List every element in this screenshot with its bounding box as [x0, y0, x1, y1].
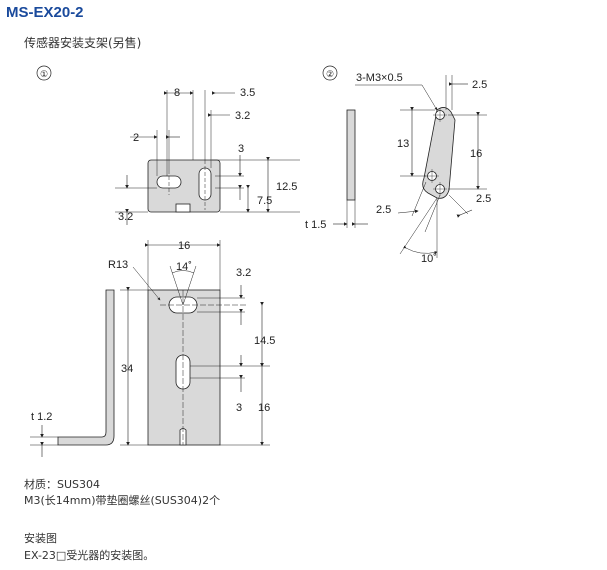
fig1-top-view — [115, 90, 300, 225]
dim-3-2-left: 3.2 — [118, 211, 133, 223]
dim-r13: R13 — [108, 259, 128, 271]
dim-10-deg: 10˚ — [421, 253, 437, 265]
product-subtitle: 传感器安装支架(另售) — [24, 36, 142, 50]
figure-1-marker: ① — [40, 69, 48, 79]
dim-thread: 3-M3×0.5 — [356, 72, 403, 84]
dim-14-5: 14.5 — [254, 335, 275, 347]
dim-14-deg: 14˚ — [176, 261, 192, 273]
install-heading: 安装图 — [24, 532, 57, 545]
dim-3-2-top: 3.2 — [235, 110, 250, 122]
dim-2-5-left: 2.5 — [376, 204, 391, 216]
install-text: EX-23□受光器的安装图。 — [24, 549, 155, 562]
figure-2-marker: ② — [326, 69, 334, 79]
dim-16-right: 16 — [258, 402, 270, 414]
dim-2-5-right: 2.5 — [476, 193, 491, 205]
dim-t1-2: t 1.2 — [31, 411, 52, 423]
dim-3-top: 3 — [238, 143, 244, 155]
screws-note: M3(长14mm)带垫圈螺丝(SUS304)2个 — [24, 494, 221, 507]
dim-3-bottom: 3 — [236, 402, 242, 414]
figure-1 — [36, 65, 52, 81]
dim-8: 8 — [174, 87, 180, 99]
fig2-side-plate — [333, 109, 368, 228]
fig1-side-view — [30, 289, 115, 457]
dim-2-5-top: 2.5 — [472, 79, 487, 91]
dim-13: 13 — [397, 138, 409, 150]
dim-3-2-right: 3.2 — [236, 267, 251, 279]
dim-3-5: 3.5 — [240, 87, 255, 99]
dim-7-5: 7.5 — [257, 195, 272, 207]
dim-12-5: 12.5 — [276, 181, 297, 193]
figure-2 — [322, 65, 338, 81]
dim-2: 2 — [133, 132, 139, 144]
dim-16-top: 16 — [178, 240, 190, 252]
product-title: MS-EX20-2 — [6, 4, 84, 21]
fig1-front-view — [120, 240, 270, 446]
material-note: 材质：SUS304 — [24, 478, 101, 491]
dim-16: 16 — [470, 148, 482, 160]
dim-t1-5: t 1.5 — [305, 219, 326, 231]
fig2-front-plate — [355, 75, 487, 258]
dim-34: 34 — [121, 363, 133, 375]
